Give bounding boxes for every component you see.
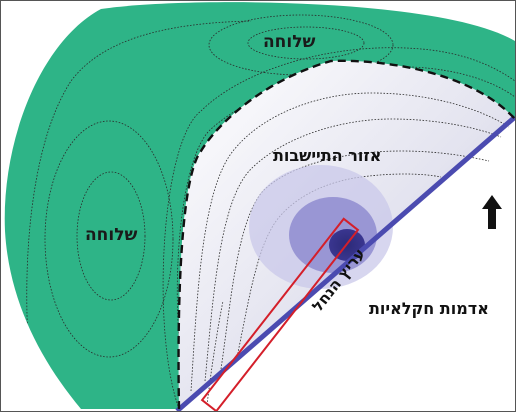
settlement-core [249, 165, 393, 289]
boundary-dashed-line [177, 59, 515, 410]
valley-base-line [175, 115, 515, 411]
spur-shape [4, 2, 515, 409]
up-arrow-icon [482, 195, 502, 229]
label-left-spur: שלוחה [85, 225, 138, 245]
river-corridor-outline [200, 217, 360, 411]
label-farmland: אדמות חקלאיות [369, 299, 489, 318]
label-top-spur: שלוחה [263, 32, 316, 52]
label-settlement-zone: אזור התיישבות [273, 146, 382, 165]
